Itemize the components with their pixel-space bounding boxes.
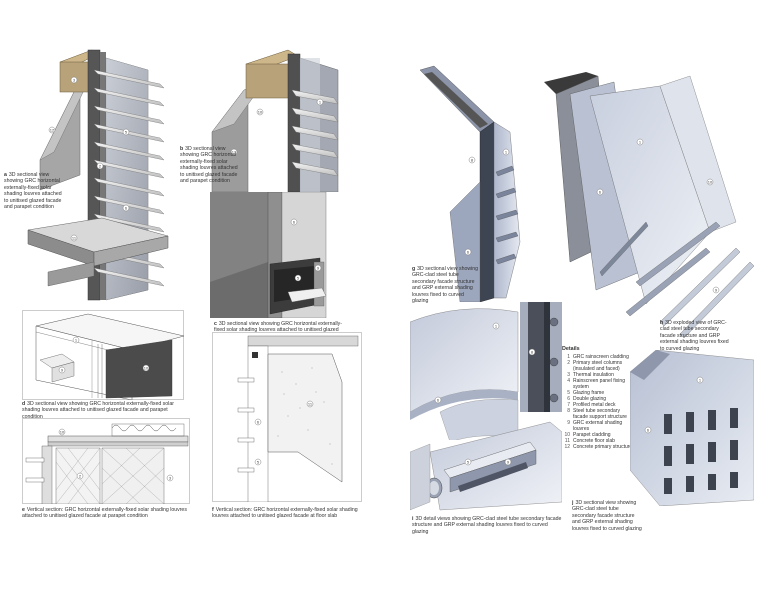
tag: 3 — [169, 475, 172, 480]
figure-i-drawing: 1 6 8 9 5 — [409, 302, 563, 511]
legend-title: Details — [562, 346, 580, 352]
tag: 6 — [293, 219, 296, 224]
louvres-g — [495, 165, 519, 265]
tag: 8 — [471, 157, 474, 162]
tag: 3 — [73, 77, 76, 82]
tag: 5 — [257, 459, 260, 464]
figure-h-drawing: 1 10 6 9 — [544, 72, 755, 339]
tag: 10 — [708, 179, 713, 184]
figure-f-drawing: 11 6 5 — [212, 332, 362, 503]
tag: 6 — [467, 249, 470, 254]
tag: 9 — [507, 459, 510, 464]
tag: 12 — [50, 127, 55, 132]
figure-d-drawing: 10 1 9 — [22, 310, 185, 401]
figure-c-drawing: 6 5 9 — [210, 191, 342, 319]
figure-g-curved-glazing-section: 8 1 6 — [410, 62, 530, 303]
figure-a-facade-section: 12 5 6 3 2 11 — [18, 40, 203, 310]
figure-f-vertical-section-floor-slab: 11 6 5 — [212, 332, 362, 503]
figure-j-drawing: 1 6 — [629, 349, 755, 507]
louvres-b — [291, 89, 339, 177]
tag: 12 — [232, 149, 237, 154]
figure-c-floor-slab-section: 6 5 9 — [210, 191, 342, 319]
figure-j-sectional-view: 1 6 — [629, 349, 755, 507]
tag: 1 — [319, 99, 322, 104]
tag: 8 — [531, 349, 534, 354]
figure-h-exploded-view: 1 10 6 9 — [540, 72, 755, 342]
window-openings-j — [664, 408, 738, 494]
tag: 6 — [257, 419, 260, 424]
tag: 1 — [505, 149, 508, 154]
figure-a-drawing: 12 5 6 3 2 11 — [27, 49, 169, 301]
tag: 10 — [144, 365, 149, 370]
tag: 9 — [715, 287, 718, 292]
tag: 1 — [75, 337, 78, 342]
tag: 10 — [60, 429, 65, 434]
tag: 10 — [258, 109, 263, 114]
tag: 9 — [61, 367, 64, 372]
tag: 1 — [495, 323, 498, 328]
tag: 5 — [297, 275, 300, 280]
figure-e-drawing: 3 2 10 — [22, 418, 190, 505]
tag: 6 — [125, 205, 128, 210]
tag: 6 — [599, 189, 602, 194]
figure-e-vertical-section-parapet: 3 2 10 — [22, 418, 190, 505]
figure-d-parapet-line-drawing: 10 1 9 — [22, 310, 185, 401]
figure-i-detail-views: 1 6 8 9 5 — [409, 302, 563, 512]
tag: 5 — [467, 459, 470, 464]
tag: 5 — [125, 129, 128, 134]
tag: 11 — [72, 235, 77, 240]
tag: 9 — [317, 265, 320, 270]
tag: 1 — [699, 377, 702, 382]
tag: 6 — [647, 427, 650, 432]
figure-b-drawing: 12 10 1 — [211, 49, 339, 193]
figure-g-drawing: 8 1 6 — [419, 65, 521, 303]
figure-b-parapet-section: 12 10 1 — [208, 42, 363, 193]
steel-tubes-h — [599, 221, 755, 339]
tag: 6 — [437, 397, 440, 402]
tag: 1 — [639, 139, 642, 144]
tag: 2 — [79, 473, 82, 478]
tag: 11 — [308, 401, 313, 406]
tag: 2 — [99, 163, 102, 168]
